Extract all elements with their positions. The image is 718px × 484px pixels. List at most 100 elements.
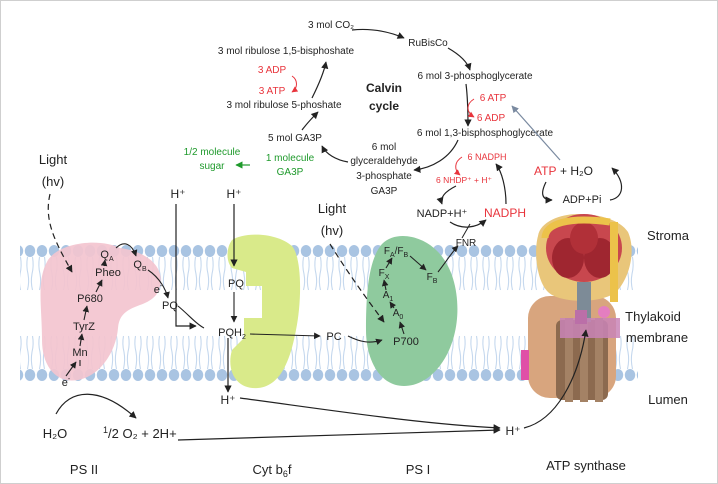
arrow-water-protons [177,426,501,441]
a0-label: A0 [393,308,404,321]
mn-label: Mn [72,347,87,359]
atp-label: ATP [534,164,556,178]
adp3-label: 3 ADP [258,65,287,76]
hv-label-2: (hv) [321,223,343,238]
e-mn-label: e- [62,376,71,389]
e-qb-label: e- [154,283,163,296]
fa-fb-label: FA/FB [384,246,409,259]
pga-label: 6 mol 3-phosphoglycerate [417,71,533,82]
pheo-label: Pheo [95,267,121,279]
cyt-name: Cyt b6f [253,462,292,479]
p680-label: P680 [77,293,103,305]
nadp-h-label: NADP+H⁺ [417,208,468,220]
arrow-pqh2-pc [249,332,321,340]
ga3p-out-2: GA3P [277,167,304,178]
arrow-qb-pq [147,269,170,299]
arrow-pheo-qa [100,259,108,267]
nadph6-label: 6 NADPH [467,152,506,162]
rubp-label: 3 mol ribulose 1,5-bisphoshate [218,46,355,57]
arrow-ga3p5-r5p [301,111,319,131]
nadp6-label: 6 NHDP⁺ + H⁺ [436,175,492,185]
fnr-connector [461,223,471,239]
arrow-rubisco-pga [447,47,472,71]
proton-flow: H⁺ H⁺ H⁺ H⁺ [171,187,589,441]
complex-labels: PS II Cyt b6f PS I ATP synthase [70,458,626,479]
connector-pq-pqh2 [177,305,205,329]
arrow-water-split [55,393,137,419]
stroma-label: Stroma [647,228,690,243]
arrow-p700-a0 [398,321,406,335]
arrow-atp-to-calvin [511,105,561,161]
arrow-atp3-adp3 [291,75,299,93]
fb-label: FB [427,272,438,285]
water-splitting: H₂O 1/2 O₂ + 2H+ [43,393,177,441]
pq-ps2-label: PQ [162,300,178,312]
arrow-nadp-return [436,185,457,205]
arrow-atp6-adp6 [467,98,475,118]
ps1-complex [366,236,458,386]
qb-label: QB [133,259,147,273]
h2o-label: H₂O [43,426,68,441]
proton-lumen: H⁺ [221,393,236,407]
arrow-adp-loop [609,167,623,201]
ps2-complex [40,242,161,381]
hv-label-1: (hv) [42,174,64,189]
r5p-label: 3 mol ribulose 5-phoshate [226,100,342,111]
arrow-e-mn [65,361,77,377]
adp6-label: 6 ADP [477,113,506,124]
arrow-nadph6-nadp6 [453,156,463,176]
ps2-name: PS II [70,462,98,477]
arrow-bpg-g3p [413,139,459,173]
p700-label: P700 [393,336,419,348]
calvin-cycle: 3 mol CO₂ RuBisCo 3 mol ribulose 1,5-bis… [184,20,554,197]
proton-ps2: H⁺ [171,187,186,201]
ps2-electron-chain: QA QB Pheo P680 TyrZ Mn e- e- PQ [62,243,205,389]
arrow-fx-fafb [385,257,393,269]
atp-synthase-name: ATP synthase [546,458,626,473]
cyt-b6f-complex [227,234,301,389]
proton-atp: H⁺ [506,424,521,438]
ps1-electron-chain: FA/FB FX FB A1 A0 P700 [379,245,459,348]
sugar-line2: sugar [199,161,225,172]
lumen-label: Lumen [648,392,688,407]
atp-synthase-complex [521,214,632,402]
a1-label: A1 [383,290,394,303]
arrow-nadph-to-calvin [495,163,507,205]
cyt-electron-chain: PQ PQH2 PC [218,278,383,346]
g3p-line2: glyceraldehyde [350,156,418,167]
ps1-name: PS I [406,462,431,477]
proton-cyt: H⁺ [227,187,242,201]
arrow-qa-qb [115,243,138,257]
arrow-co2-rubisco [351,28,405,39]
calvin-title-2: cycle [369,99,399,113]
atp3-label: 3 ATP [259,86,286,97]
fnr-label: FNR [456,238,477,249]
light-arrow-ps1 [329,243,385,323]
arrow-a0-a1 [389,301,397,309]
arrow-atp-to-adp [542,181,553,204]
thylakoid-label-1: Thylakoid [625,309,681,324]
g3p-line4: GA3P [371,186,398,197]
stroma-reactions: ATP + H₂O ADP+Pi NADP+H⁺ NADPH FNR [417,105,623,249]
arrow-r5p-rubp [311,61,329,99]
thylakoid-label-2: membrane [626,330,688,345]
arrow-into-atp-synthase [523,329,589,429]
arrow-fb-fnr [437,245,459,273]
arrow-a1-fx [381,279,389,291]
bpg-label: 6 mol 1,3-bisphosphoglycerate [417,128,554,139]
atp6-label: 6 ATP [480,93,507,104]
arrow-lumen-to-atp [239,397,501,432]
qa-label: QA [100,249,114,263]
o2-label: 1/2 O₂ + 2H+ [103,425,177,441]
light-arrow-ps2 [47,193,73,273]
light-label-1: Light [39,152,68,167]
light-inputs: Light (hv) Light (hv) [39,152,385,323]
arrow-fafb-fb [409,255,427,271]
calvin-title-1: Calvin [366,81,402,95]
arrow-pc-p700 [347,335,383,346]
g3p-line1: 6 mol [372,142,396,153]
sugar-line1: 1/2 molecule [184,147,241,158]
ga3p-out-1: 1 molecule [266,153,315,164]
tyrz-label: TyrZ [73,321,95,333]
